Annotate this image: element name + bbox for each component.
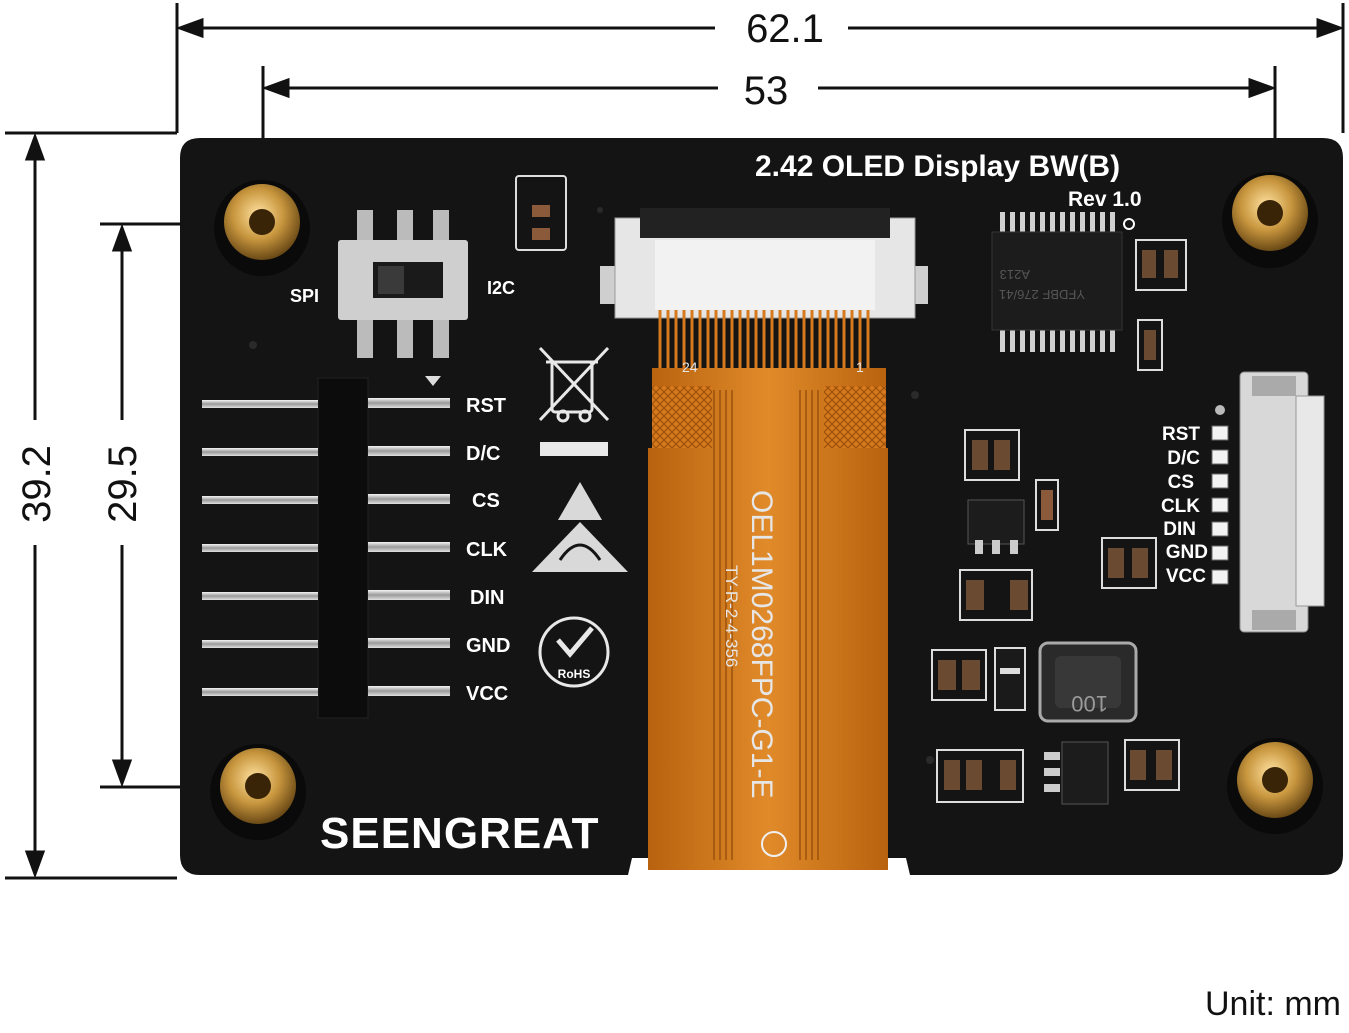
- right-pin-cs: CS: [1168, 472, 1194, 493]
- fpc-pin-number-right: 1: [856, 359, 864, 375]
- mounting-hole-top-left: [214, 180, 310, 276]
- left-pin-din: DIN: [470, 587, 504, 609]
- hole-spacing-y-label: 29.5: [101, 445, 145, 523]
- unit-note: Unit: mm: [1205, 985, 1341, 1023]
- ic-marking-1: A213: [1000, 267, 1030, 282]
- switch-label-i2c: I2C: [487, 278, 515, 298]
- overall-width-label: 62.1: [746, 7, 824, 51]
- fpc-part-number: OEL1M0268FPC-G1-E: [745, 490, 778, 798]
- pin1-marker-icon: [1123, 218, 1135, 230]
- right-pin-din: DIN: [1163, 519, 1196, 540]
- right-pin-rst: RST: [1162, 424, 1200, 445]
- mounting-hole-bottom-left: [210, 744, 306, 840]
- driver-ic: [991, 212, 1123, 352]
- esd-warning-icon: [532, 482, 628, 572]
- dimension-overall-width: [5, 3, 1345, 135]
- fpc-pin-number-left: 24: [682, 359, 698, 375]
- left-pin-cs: CS: [472, 490, 500, 512]
- dimension-overall-height: [5, 132, 177, 880]
- left-pin-rst: RST: [466, 395, 506, 417]
- rohs-icon: [538, 616, 610, 688]
- switch-label-spi: SPI: [290, 286, 319, 306]
- ic-marking-2: YFDBF 276/41: [999, 287, 1085, 302]
- fpc-cable: [648, 368, 888, 870]
- weee-bar-icon: [540, 442, 608, 456]
- overall-height-label: 39.2: [15, 445, 59, 523]
- right-pin-gnd: GND: [1166, 542, 1208, 563]
- mounting-hole-bottom-right: [1227, 738, 1323, 834]
- board-revision: Rev 1.0: [1068, 188, 1142, 211]
- brand-logo-text: SEENGREAT: [320, 809, 600, 858]
- fpc-logo-icon: [761, 831, 787, 857]
- right-pin-dc: D/C: [1167, 448, 1200, 469]
- fpc-connector: [600, 208, 928, 319]
- smd-components: [515, 175, 1187, 805]
- right-pin-clk: CLK: [1161, 496, 1200, 517]
- left-pin-gnd: GND: [466, 635, 510, 657]
- weee-bin-icon: [538, 346, 610, 423]
- left-pin-dc: D/C: [466, 443, 500, 465]
- left-pin-vcc: VCC: [466, 683, 508, 705]
- fpc-center-traces: [713, 390, 819, 860]
- hole-spacing-x-label: 53: [744, 69, 789, 113]
- fpc-hatch-right: [824, 386, 886, 448]
- right-pin-vcc: VCC: [1166, 566, 1206, 587]
- fpc-subtext: TY-R-2-4-356: [722, 565, 741, 667]
- mounting-hole-top-right: [1222, 172, 1318, 268]
- inductor-marking: 100: [1071, 691, 1108, 716]
- right-connector: [1211, 371, 1325, 633]
- fpc-hatch-left: [652, 386, 712, 448]
- board-title: 2.42 OLED Display BW(B): [755, 150, 1120, 183]
- interface-switch: [338, 210, 468, 358]
- right-pin-labels: RST D/C CS CLK DIN GND VCC: [1161, 424, 1208, 587]
- left-pin-labels: RST D/C CS CLK DIN GND VCC: [466, 395, 510, 705]
- left-pin-clk: CLK: [466, 539, 508, 561]
- fpc-traces: [658, 310, 870, 375]
- pin-header-left: [202, 376, 450, 719]
- rohs-label: RoHS: [558, 667, 591, 681]
